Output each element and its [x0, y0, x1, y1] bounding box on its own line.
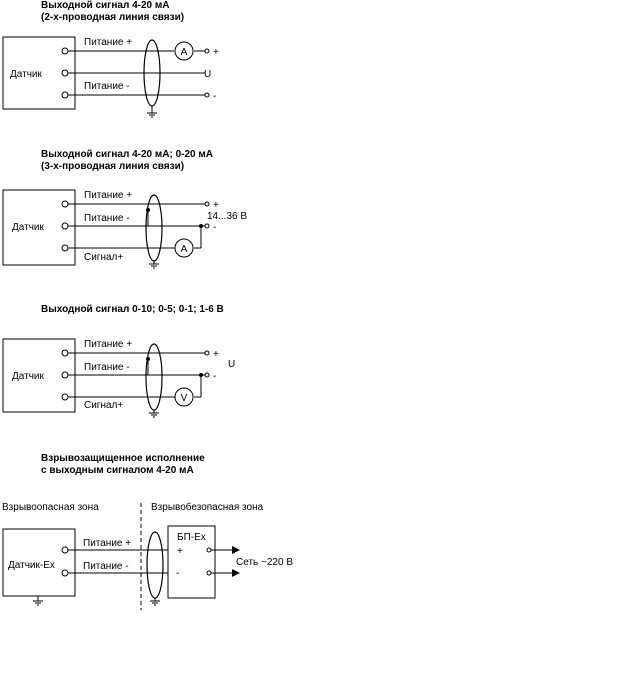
- supply-label: U: [204, 69, 211, 80]
- terminal: [61, 244, 69, 252]
- diagram-3-title: Выходной сигнал 0-10; 0-5; 0-1; 1-6 В: [41, 304, 224, 315]
- supply-label: 14...36 В: [207, 211, 247, 222]
- terminal: [61, 91, 69, 99]
- terminal: [206, 570, 212, 576]
- ammeter: [174, 238, 194, 258]
- cable-shield: [145, 343, 163, 411]
- barrier-box: [167, 525, 216, 599]
- voltmeter-label: V: [181, 393, 188, 404]
- supply-label: U: [228, 359, 235, 370]
- zone-safe-label: Взрывобезопасная зона: [151, 501, 264, 513]
- diagram-1-title-line2: (2-х-проводная линия связи): [41, 12, 184, 23]
- wire-label-plus: Питание +: [84, 190, 132, 201]
- terminal: [61, 569, 69, 577]
- diagram-4-20ma-3wire: Выходной сигнал 4-20 мА; 0-20 мА (3-х-пр…: [2, 149, 247, 269]
- terminal: [61, 222, 69, 230]
- ammeter-label: A: [181, 244, 188, 255]
- output-minus: -: [213, 91, 216, 102]
- wire-label-plus: Питание +: [84, 37, 132, 48]
- terminal: [61, 69, 69, 77]
- terminal: [61, 47, 69, 55]
- output-plus: +: [213, 200, 219, 211]
- terminal: [61, 546, 69, 554]
- mains-label: Сеть ~220 В: [236, 557, 293, 568]
- ground-icon: [147, 112, 157, 118]
- sensor-label: Датчик: [12, 222, 44, 233]
- terminal: [204, 372, 210, 378]
- zone-hazard-label: Взрывоопасная зона: [2, 502, 99, 513]
- ground-icon: [149, 263, 159, 269]
- output-plus: +: [213, 349, 219, 360]
- arrow-icon: [232, 569, 240, 577]
- cable-shield: [145, 194, 163, 262]
- barrier-minus: -: [176, 568, 179, 579]
- wire-label-plus: Питание +: [83, 538, 131, 549]
- sensor-label: Датчик: [10, 69, 42, 80]
- terminal: [206, 547, 212, 553]
- ground-icon: [149, 412, 159, 418]
- diagram-4-20ma-2wire: Выходной сигнал 4-20 мА (2-х-проводная л…: [2, 0, 219, 118]
- wire-label-minus: Питание -: [84, 81, 130, 92]
- output-minus: -: [213, 222, 216, 233]
- terminal: [204, 48, 210, 54]
- barrier-label: БП-Ех: [177, 532, 206, 543]
- terminal: [61, 349, 69, 357]
- cable-shield: [146, 531, 164, 599]
- diagram-4-title-line1: Взрывозащищенное исполнение: [41, 453, 205, 464]
- ammeter-label: A: [181, 47, 188, 58]
- wire-label-signal: Сигнал+: [84, 252, 123, 263]
- wire-label-minus: Питание -: [83, 561, 129, 572]
- terminal: [61, 393, 69, 401]
- junction-dot: [199, 373, 203, 377]
- wire-label-plus: Питание +: [84, 339, 132, 350]
- diagram-ex-version: Взрывозащищенное исполнение с выходным с…: [2, 453, 293, 610]
- terminal: [204, 350, 210, 356]
- diagram-1-title-line1: Выходной сигнал 4-20 мА: [41, 0, 170, 11]
- barrier-plus: +: [177, 546, 183, 557]
- wire-label-minus: Питание -: [84, 362, 130, 373]
- sensor-label: Датчик: [12, 371, 44, 382]
- terminal: [204, 92, 210, 98]
- sensor-label: Датчик-Ех: [8, 560, 55, 571]
- diagram-voltage-output: Выходной сигнал 0-10; 0-5; 0-1; 1-6 В Да…: [2, 304, 235, 418]
- wire-label-signal: Сигнал+: [84, 400, 123, 411]
- diagram-2-title-line1: Выходной сигнал 4-20 мА; 0-20 мА: [41, 149, 213, 160]
- output-minus: -: [213, 371, 216, 382]
- diagram-2-title-line2: (3-х-проводная линия связи): [41, 161, 184, 172]
- ammeter: [174, 41, 194, 61]
- junction-dot: [199, 224, 203, 228]
- sensor-box: [2, 528, 76, 597]
- ground-icon: [150, 600, 160, 606]
- ground-icon: [33, 600, 43, 606]
- arrow-icon: [232, 546, 240, 554]
- terminal: [61, 200, 69, 208]
- wire-label-minus: Питание -: [84, 213, 130, 224]
- terminal: [61, 371, 69, 379]
- output-plus: +: [213, 47, 219, 58]
- terminal: [204, 201, 210, 207]
- diagram-4-title-line2: с выходным сигналом 4-20 мА: [41, 465, 194, 476]
- voltmeter: [174, 387, 194, 407]
- terminal: [204, 223, 210, 229]
